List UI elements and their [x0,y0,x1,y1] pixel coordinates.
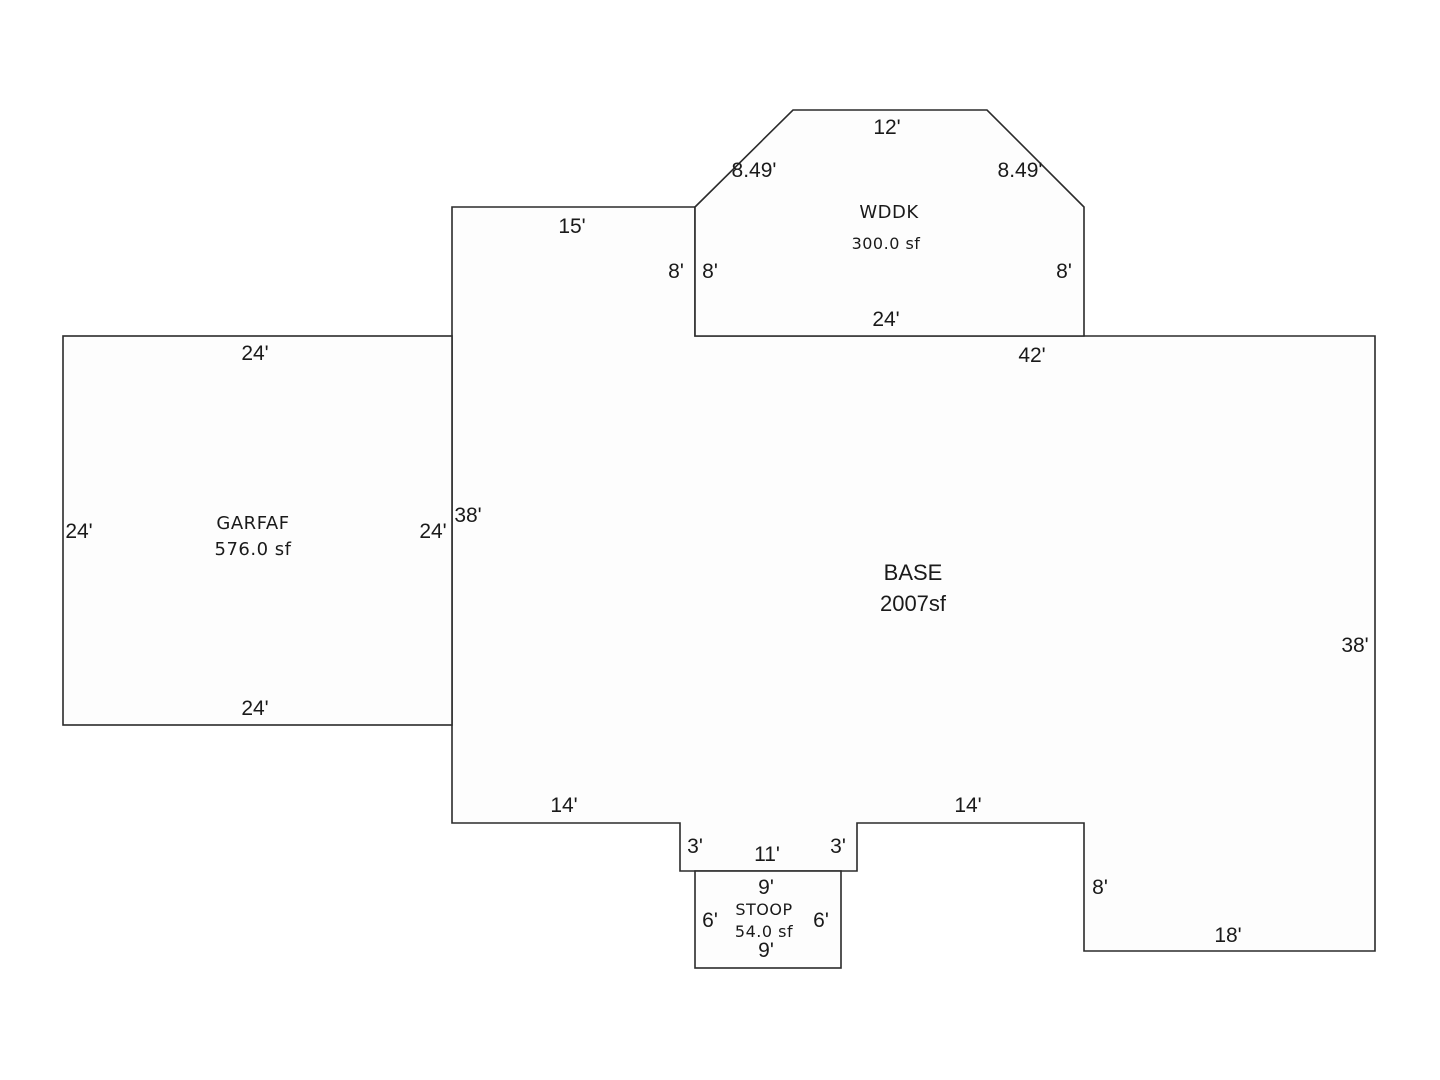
base-bottom-far-right-dim: 18' [1214,924,1241,947]
base-bottom-right-dim: 14' [954,794,981,817]
deck-bottom-dim: 24' [872,308,899,331]
stoop-bottom-dim: 9' [758,939,774,962]
base-top-left-dim: 15' [558,215,585,238]
base-notch-left-dim: 8' [668,260,684,283]
deck-diag-left-dim: 8.49' [732,159,777,182]
stoop-area: 54.0 sf [735,922,793,941]
stoop-top-dim: 9' [758,876,774,899]
deck-name: WDDK [859,202,919,223]
garage-bottom-dim: 24' [241,697,268,720]
garage-top-dim: 24' [241,342,268,365]
base-bottom-left-dim: 14' [550,794,577,817]
base-area: 2007sf [880,591,947,616]
deck-diag-right-dim: 8.49' [998,159,1043,182]
base-step-right-dim: 3' [830,835,846,858]
base-right-dim: 38' [1341,634,1368,657]
stoop-left-dim: 6' [702,909,718,932]
garage-outline [62,335,453,726]
deck-right-dim: 8' [1056,260,1072,283]
deck-left-dim: 8' [702,260,718,283]
base-top-right-dim: 42' [1018,344,1045,367]
garage-area: 576.0 sf [215,539,292,560]
garage-right-dim: 24' [419,520,446,543]
deck-outline [694,109,1085,337]
stoop-name: STOOP [735,900,792,919]
base-offset-right-dim: 8' [1092,876,1108,899]
stoop-outline [694,870,842,969]
deck-top-dim: 12' [873,116,900,139]
deck-area: 300.0 sf [852,234,921,253]
garage-name: GARFAF [216,513,289,534]
base-step-left-dim: 3' [687,835,703,858]
base-left-dim: 38' [454,504,481,527]
base-bottom-mid-dim: 11' [754,843,780,866]
garage-left-dim: 24' [65,520,92,543]
base-name: BASE [884,560,943,585]
stoop-right-dim: 6' [813,909,829,932]
